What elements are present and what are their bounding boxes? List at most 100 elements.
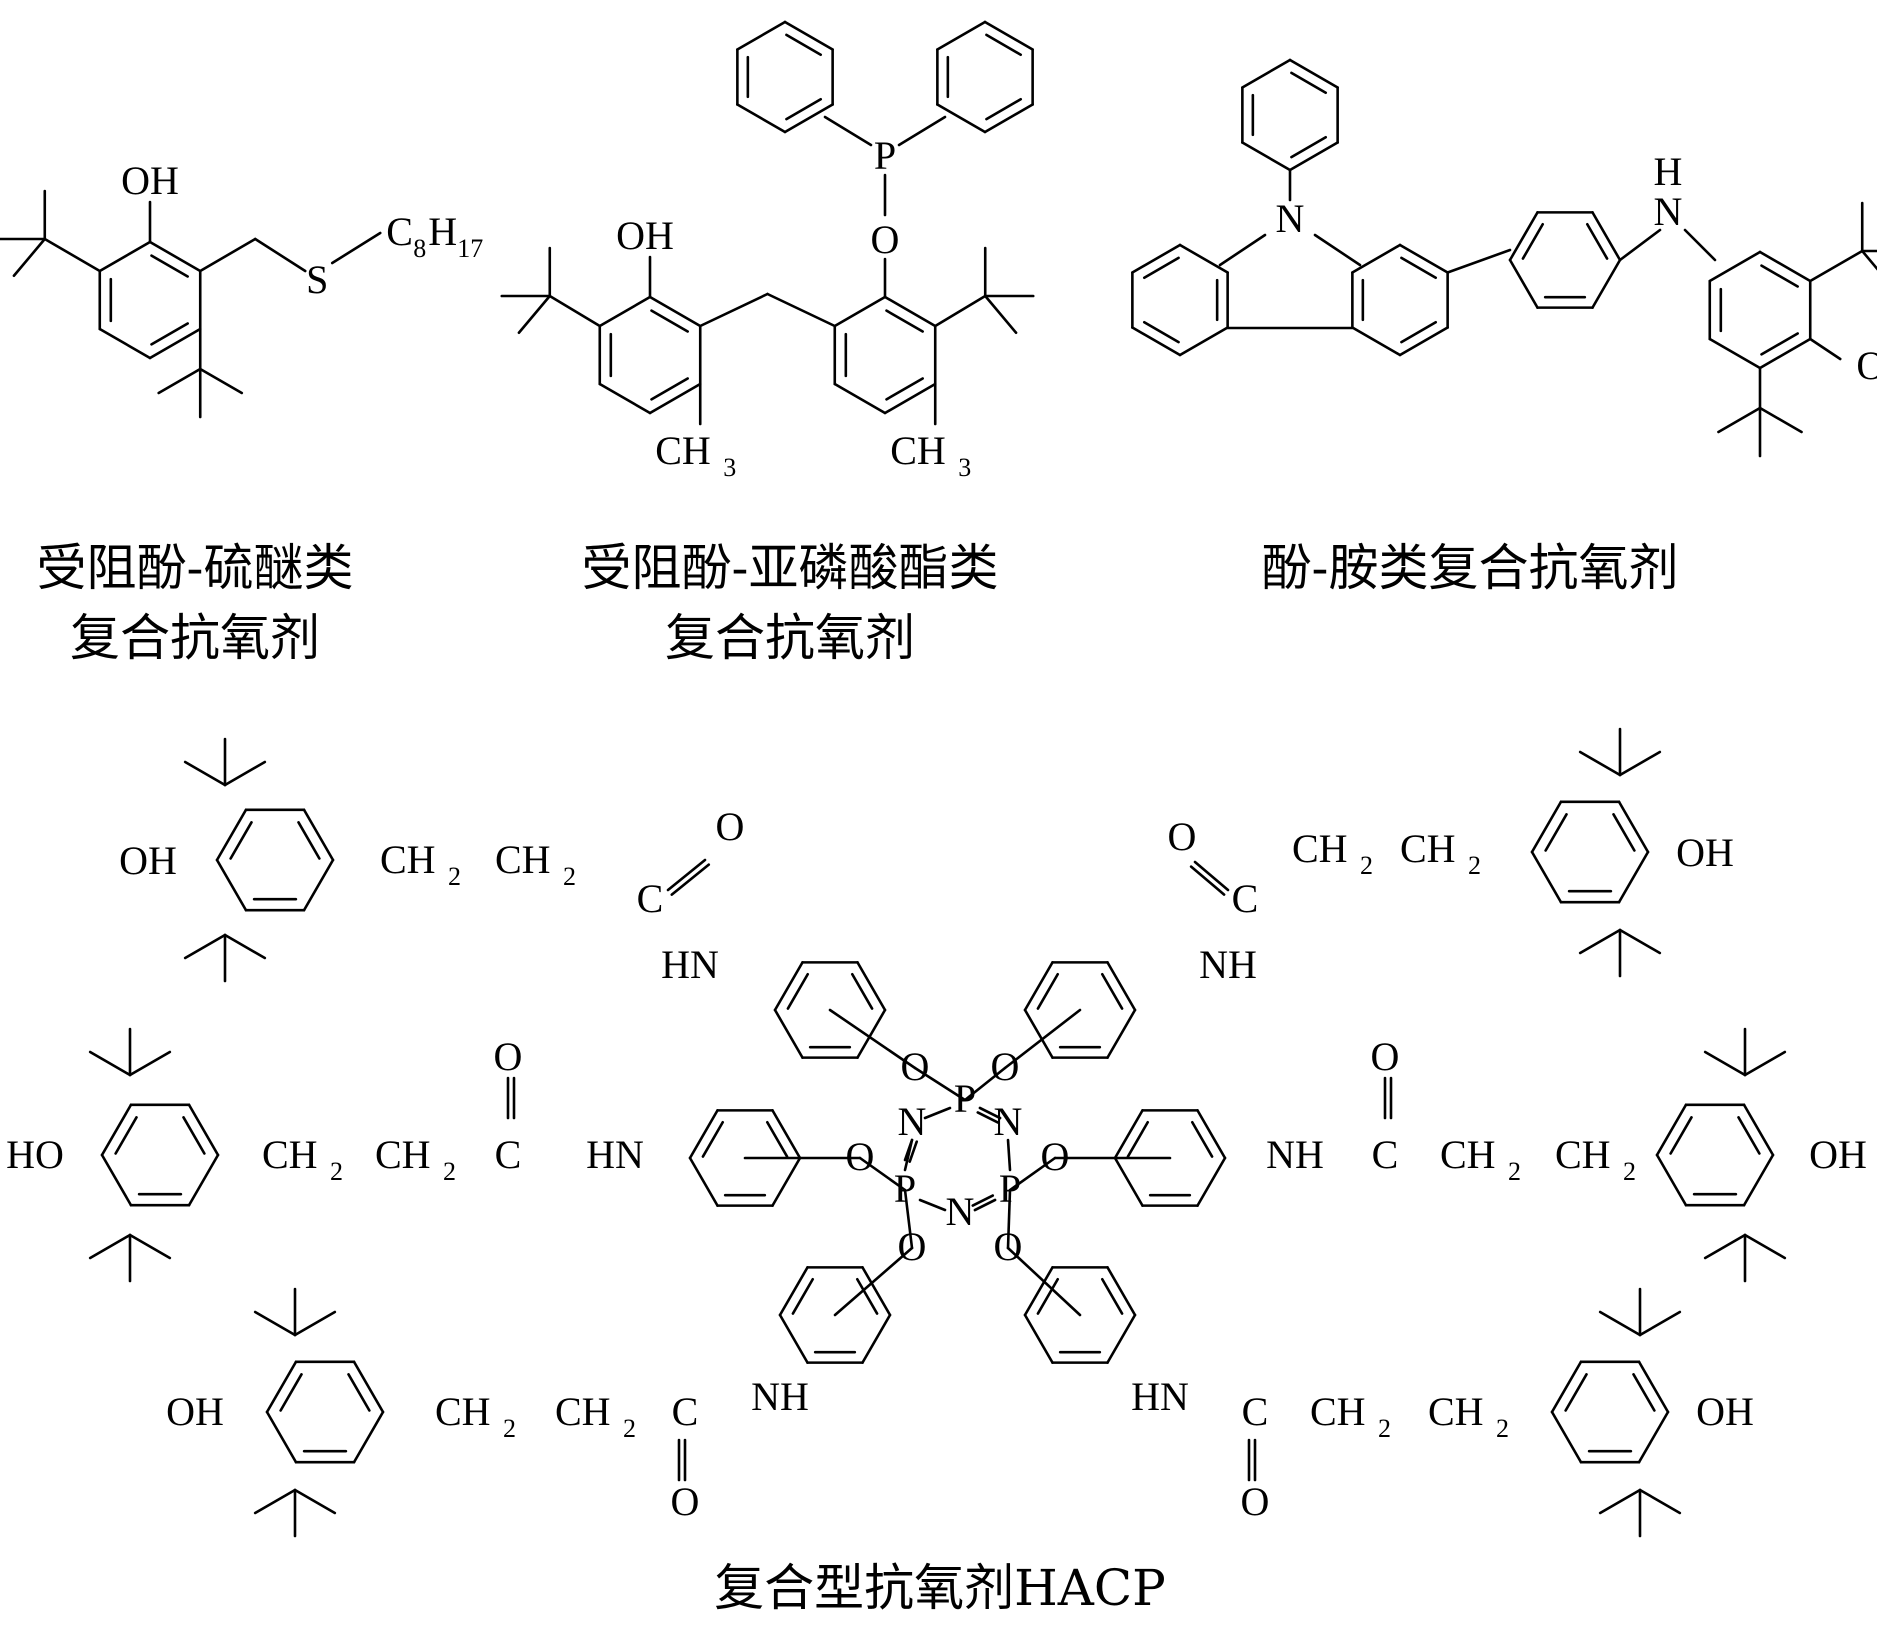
ring-inner-bond — [1290, 135, 1328, 159]
ring-bond — [1550, 1360, 1583, 1414]
carbonyl-oxygen-label: O — [1241, 1479, 1270, 1524]
subscript-2: 2 — [1496, 1414, 1509, 1443]
carbonyl-oxygen-label: O — [671, 1479, 700, 1524]
ring-inner-bond — [785, 33, 823, 57]
ring-bond — [148, 327, 202, 360]
ring-bond — [1708, 337, 1762, 370]
phenylene-bond — [856, 1008, 887, 1059]
ch2-label: CH — [435, 1389, 491, 1434]
tert-butyl-bond — [157, 367, 202, 395]
bond — [903, 1188, 914, 1250]
ring-inner-bond — [855, 1277, 879, 1315]
phenylene-bond — [1196, 1109, 1227, 1160]
caption-3: 酚-胺类复合抗氧剂 — [1262, 539, 1679, 597]
hydroxyl-label: HO — [6, 1132, 64, 1177]
phenylene-bond — [1023, 1008, 1054, 1059]
hydroxyl-label: OH — [1809, 1132, 1867, 1177]
phenylene-bond — [861, 1313, 892, 1364]
phenylene-bond — [1113, 1156, 1144, 1207]
double-bond — [978, 1106, 1002, 1120]
phenylene-bond — [771, 1109, 802, 1160]
ring-inner-bond — [850, 972, 874, 1010]
ring-bond — [598, 295, 652, 328]
phenylene-bond — [688, 1109, 719, 1160]
double-bond — [666, 858, 707, 892]
ring-bond — [148, 240, 202, 273]
subscript-2: 2 — [330, 1157, 343, 1186]
subscript-2: 2 — [1623, 1157, 1636, 1186]
subscript-2: 2 — [1508, 1157, 1521, 1186]
ring-inner-bond — [1521, 222, 1545, 260]
phenyl-bond — [736, 103, 787, 134]
carbonyl-carbon-label: C — [637, 876, 664, 921]
carbazole-bond — [1351, 326, 1402, 357]
carbazole-bond — [1178, 326, 1229, 357]
phenylene-bond — [773, 1008, 804, 1059]
phosphorus-label: P — [954, 1076, 976, 1121]
phenylene-bond — [1023, 961, 1054, 1012]
ring-inner-bond — [786, 972, 810, 1010]
ring-bond — [833, 295, 887, 328]
oxygen-label: O — [846, 1134, 875, 1179]
ring-inner-bond — [1100, 1277, 1124, 1315]
hydroxyl-label: OH — [1856, 343, 1877, 388]
carbazole-bond — [1178, 243, 1229, 274]
ring-inner-bond — [885, 309, 924, 333]
bond — [1618, 228, 1662, 262]
carbonyl-carbon-label: C — [495, 1132, 522, 1177]
phenyl-bond — [783, 103, 834, 134]
ring-bond — [98, 240, 152, 273]
ring-bond — [648, 295, 702, 328]
tert-butyl-bond — [293, 1310, 337, 1337]
tert-butyl-bond — [1578, 928, 1622, 955]
double-bond — [976, 1111, 1000, 1124]
oxygen-label: O — [1041, 1134, 1070, 1179]
phenylene-bond — [1106, 961, 1137, 1012]
tert-butyl-bond — [1703, 1050, 1747, 1077]
tert-butyl-bond — [183, 933, 227, 960]
amide-nh-label: HN — [661, 942, 719, 987]
carbazole-bond — [1131, 243, 1182, 274]
atom-labels: OHSC8H17OHCH3OPCH3NNHOHPPPNNNOOOOOOHNCOC… — [6, 133, 1877, 1524]
tert-butyl-bond — [1743, 1050, 1787, 1077]
ring-inner-bond — [1190, 1120, 1214, 1158]
subscript-2: 2 — [443, 1157, 456, 1186]
ring-inner-bond — [1290, 71, 1328, 95]
amide-nh-label: NH — [1199, 942, 1257, 987]
hydroxyl-label: OH — [166, 1389, 224, 1434]
ring-bond — [187, 1153, 220, 1207]
caption-1-line1: 受阻酚-硫醚类 — [37, 539, 354, 597]
ring-bond — [1742, 1103, 1775, 1157]
subscript-2: 2 — [1468, 851, 1481, 880]
subscript-2: 2 — [563, 862, 576, 891]
ch2-label: CH — [1292, 826, 1348, 871]
nitrogen-label: N — [946, 1189, 975, 1234]
subscript-3: 3 — [958, 453, 971, 482]
ring-inner-bond — [985, 97, 1023, 121]
bond — [1006, 1188, 1012, 1250]
double-bond — [1193, 860, 1230, 892]
nitrogen-label: N — [1276, 196, 1305, 241]
ring-inner-bond — [650, 309, 689, 333]
ring-bond — [1617, 800, 1650, 854]
bond — [1218, 233, 1267, 267]
carbazole-bond — [1398, 326, 1449, 357]
bond — [198, 237, 257, 273]
ring-inner-bond — [347, 1373, 371, 1412]
carbonyl-oxygen-label: O — [494, 1034, 523, 1079]
hydroxyl-label: OH — [616, 213, 674, 258]
bond — [1008, 1156, 1057, 1192]
ring-inner-bond — [279, 1373, 303, 1412]
ring-bond — [598, 382, 652, 415]
tert-butyl-bond — [1638, 1488, 1682, 1515]
ring-bond — [352, 1360, 385, 1414]
phenylene-bond — [778, 1266, 809, 1317]
ring-bond — [215, 808, 248, 862]
carbazole-bond — [1351, 243, 1402, 274]
tert-butyl-bond — [1860, 249, 1877, 271]
ring-bond — [100, 1103, 133, 1157]
bond — [963, 1066, 1007, 1102]
aryl-bond — [1508, 258, 1539, 309]
nitrogen-label: N — [1654, 189, 1683, 234]
ch2-label: CH — [375, 1132, 431, 1177]
